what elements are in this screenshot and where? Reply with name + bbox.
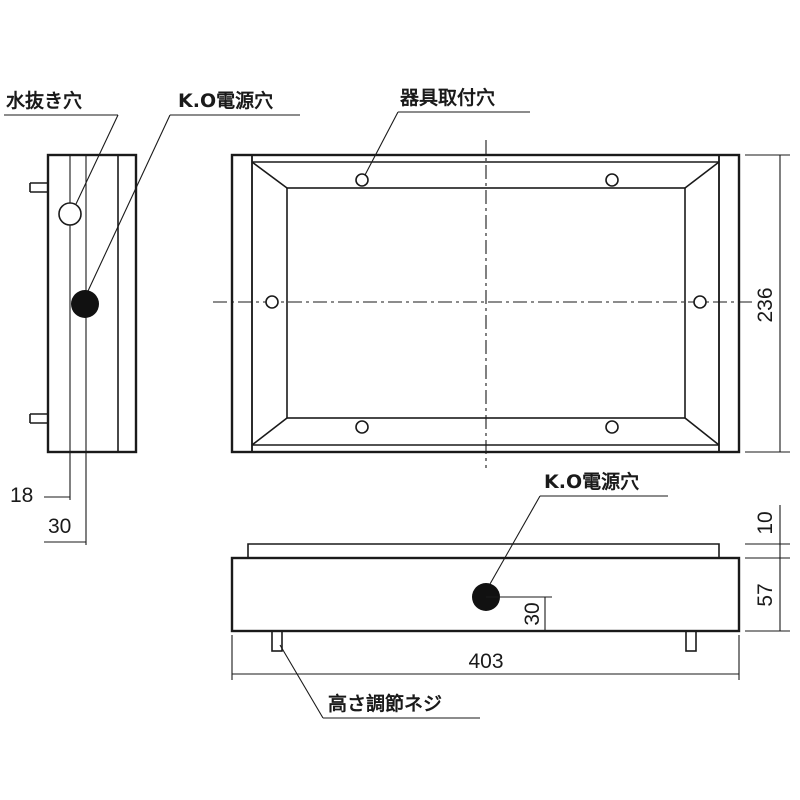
mount-hole bbox=[605, 420, 619, 434]
side-leaders bbox=[4, 114, 300, 292]
side-screw-top bbox=[29, 182, 48, 193]
dim-30-ko: 30 bbox=[521, 602, 544, 625]
dim-403: 403 bbox=[468, 650, 503, 673]
front-leaders bbox=[364, 111, 530, 176]
depth-dimensions bbox=[745, 505, 790, 632]
mount-hole bbox=[355, 420, 369, 434]
drain-hole bbox=[58, 202, 82, 226]
dim-30-side: 30 bbox=[48, 515, 71, 538]
drain-hole-label: 水抜き穴 bbox=[6, 89, 82, 112]
side-view bbox=[29, 153, 138, 545]
mount-hole bbox=[693, 295, 707, 309]
dim-10: 10 bbox=[754, 511, 777, 534]
ko-30-dimension bbox=[486, 596, 552, 631]
ko-power-hole-bottom-label: K.O電源穴 bbox=[544, 470, 639, 493]
front-view bbox=[213, 140, 755, 468]
mount-hole bbox=[355, 173, 369, 187]
height-dimension bbox=[745, 154, 790, 453]
fixture-mount-hole-label: 器具取付穴 bbox=[399, 86, 495, 109]
dim-57: 57 bbox=[754, 583, 777, 606]
ko-power-hole-side-label: K.O電源穴 bbox=[178, 89, 273, 112]
mount-hole bbox=[605, 173, 619, 187]
side-dimensions bbox=[44, 496, 86, 543]
width-dimension bbox=[231, 635, 740, 680]
height-adjust-screw-label: 高さ調節ネジ bbox=[328, 692, 442, 715]
dim-236: 236 bbox=[754, 287, 777, 322]
bottom-view bbox=[230, 543, 741, 652]
side-screw-bottom bbox=[29, 413, 48, 424]
bottom-leaders bbox=[489, 495, 668, 585]
dim-18: 18 bbox=[10, 484, 33, 507]
screw-leader bbox=[279, 644, 480, 719]
ko-power-hole-side bbox=[71, 290, 99, 318]
mount-hole bbox=[265, 295, 279, 309]
